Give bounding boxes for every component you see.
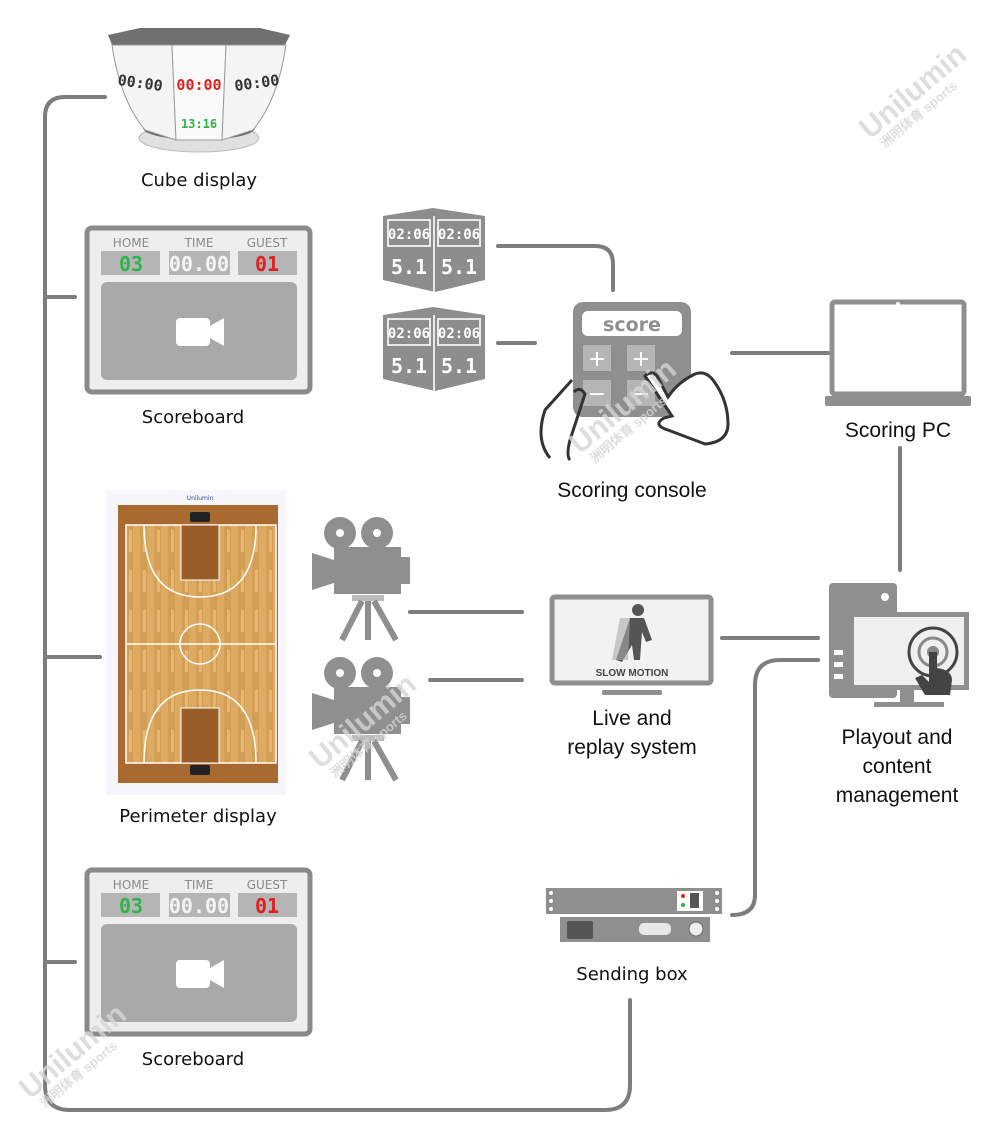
game-time: 00.00 [169,894,229,918]
shot-clock-seconds: 5.1 [441,255,477,279]
guest-header: GUEST [247,878,288,892]
watermark-bottom-left: Unilumin 洲明体育 sports [13,998,133,1111]
slow-motion-text: SLOW MOTION [596,668,669,679]
shot-clock-seconds: 5.1 [391,354,427,378]
guest-header: GUEST [247,236,288,250]
scoreboard-top-icon: HOME TIME GUEST 03 00.00 01 [84,225,313,395]
sending-box-icon [546,888,722,942]
laptop-icon [825,299,971,406]
cube-center-time: 00:00 [176,76,221,94]
scoring-pc-label: Scoring PC [845,419,951,442]
shot-clock-seconds: 5.1 [391,255,427,279]
guest-score: 01 [255,252,279,276]
left-hand-icon [539,378,587,462]
scoreboard-top-label: Scoreboard [142,407,244,428]
shot-clock-icon-1: 02:06 02:06 5.1 5.1 [382,207,486,293]
shot-clock-time: 02:06 [438,326,480,342]
wire-shotclock-1 [496,244,615,292]
scoring-console-icon: score + + − − [539,302,730,462]
walking-person-icon [612,604,652,662]
right-hand-icon [643,371,730,446]
scoring-console-label: Scoring console [557,479,706,502]
perimeter-ad-text: Unilumin [187,495,214,502]
playout-workstation-icon [829,583,969,707]
plus-key: + [632,347,650,372]
console-screen-text: score [603,314,661,336]
game-time: 00.00 [169,252,229,276]
cube-display-icon: 00:00 00:00 13:16 00:00 [108,28,290,153]
camera-icon-1 [312,517,410,640]
minus-key: − [632,382,650,407]
playout-label-line3: management [836,784,959,807]
time-header: TIME [184,236,214,250]
replay-monitor-icon: SLOW MOTION [549,594,714,695]
wire-playout-sending [730,658,820,917]
scoreboard-bottom-label: Scoreboard [142,1049,244,1070]
shot-clock-time: 02:06 [388,326,430,342]
shot-clock-icon-2: 02:06 02:06 5.1 5.1 [382,306,486,392]
shot-clock-time: 02:06 [438,227,480,243]
home-score: 03 [119,894,143,918]
live-replay-label-line1: Live and [592,707,671,730]
video-camera-icon [176,960,224,988]
guest-score: 01 [255,894,279,918]
watermark-top-right: Unilumin 洲明体育 sports [853,38,973,151]
shot-clock-time: 02:06 [388,227,430,243]
plus-key: + [588,347,606,372]
time-header: TIME [184,878,214,892]
connection-wires [43,95,902,1112]
playout-label-line2: content [863,755,932,778]
cube-display-label: Cube display [141,170,257,191]
home-header: HOME [113,878,149,892]
playout-label-line1: Playout and [842,726,953,749]
minus-key: − [588,382,606,407]
home-header: HOME [113,236,149,250]
basketball-court-icon: Unilumin [106,490,286,795]
cube-clock: 13:16 [181,117,217,131]
scoreboard-bottom-icon: HOME TIME GUEST 03 00.00 01 [84,867,313,1037]
live-replay-label-line2: replay system [567,736,697,759]
home-score: 03 [119,252,143,276]
main-bus-wire [43,95,632,1112]
video-camera-icon [176,318,224,346]
sending-box-label: Sending box [576,964,688,985]
touch-icon [907,626,959,695]
shot-clock-seconds: 5.1 [441,354,477,378]
perimeter-display-label: Perimeter display [119,806,277,827]
